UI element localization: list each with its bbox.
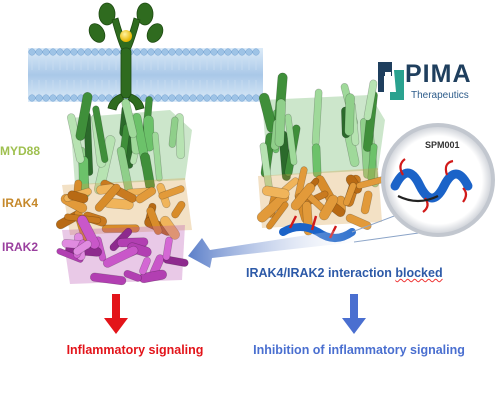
blue-down-arrow <box>342 294 366 334</box>
red-down-arrow <box>104 294 128 334</box>
inhibition-signaling-label: Inhibition of inflammatory signaling <box>253 343 465 357</box>
irak2-label: IRAK2 <box>2 240 39 254</box>
spm001-peptide-icon <box>390 158 473 213</box>
pima-logo-icon <box>378 62 404 100</box>
transition-arrow <box>188 225 374 268</box>
irak2-complex-left <box>56 215 189 286</box>
ligand-icon <box>120 30 132 42</box>
lipid-heads-bottom <box>28 80 260 102</box>
myd88-complex-left <box>67 91 192 198</box>
inflammatory-signaling-label: Inflammatory signaling <box>66 343 204 357</box>
pima-logo-subtitle: Therapeutics <box>411 90 469 101</box>
cell-membrane <box>28 48 263 102</box>
peptide-zoom-callout <box>351 123 495 243</box>
receptor-icon <box>88 2 164 111</box>
pima-logo-text: PIMA <box>405 60 472 88</box>
interaction-blocked-caption: IRAK4/IRAK2 interaction blocked <box>246 266 443 280</box>
myd88-complex-right <box>258 72 385 195</box>
myd88-label: MYD88 <box>0 144 41 158</box>
irak4-complex-left <box>55 178 192 242</box>
spm001-label: SPM001 <box>425 140 460 150</box>
irak4-label: IRAK4 <box>2 196 39 210</box>
